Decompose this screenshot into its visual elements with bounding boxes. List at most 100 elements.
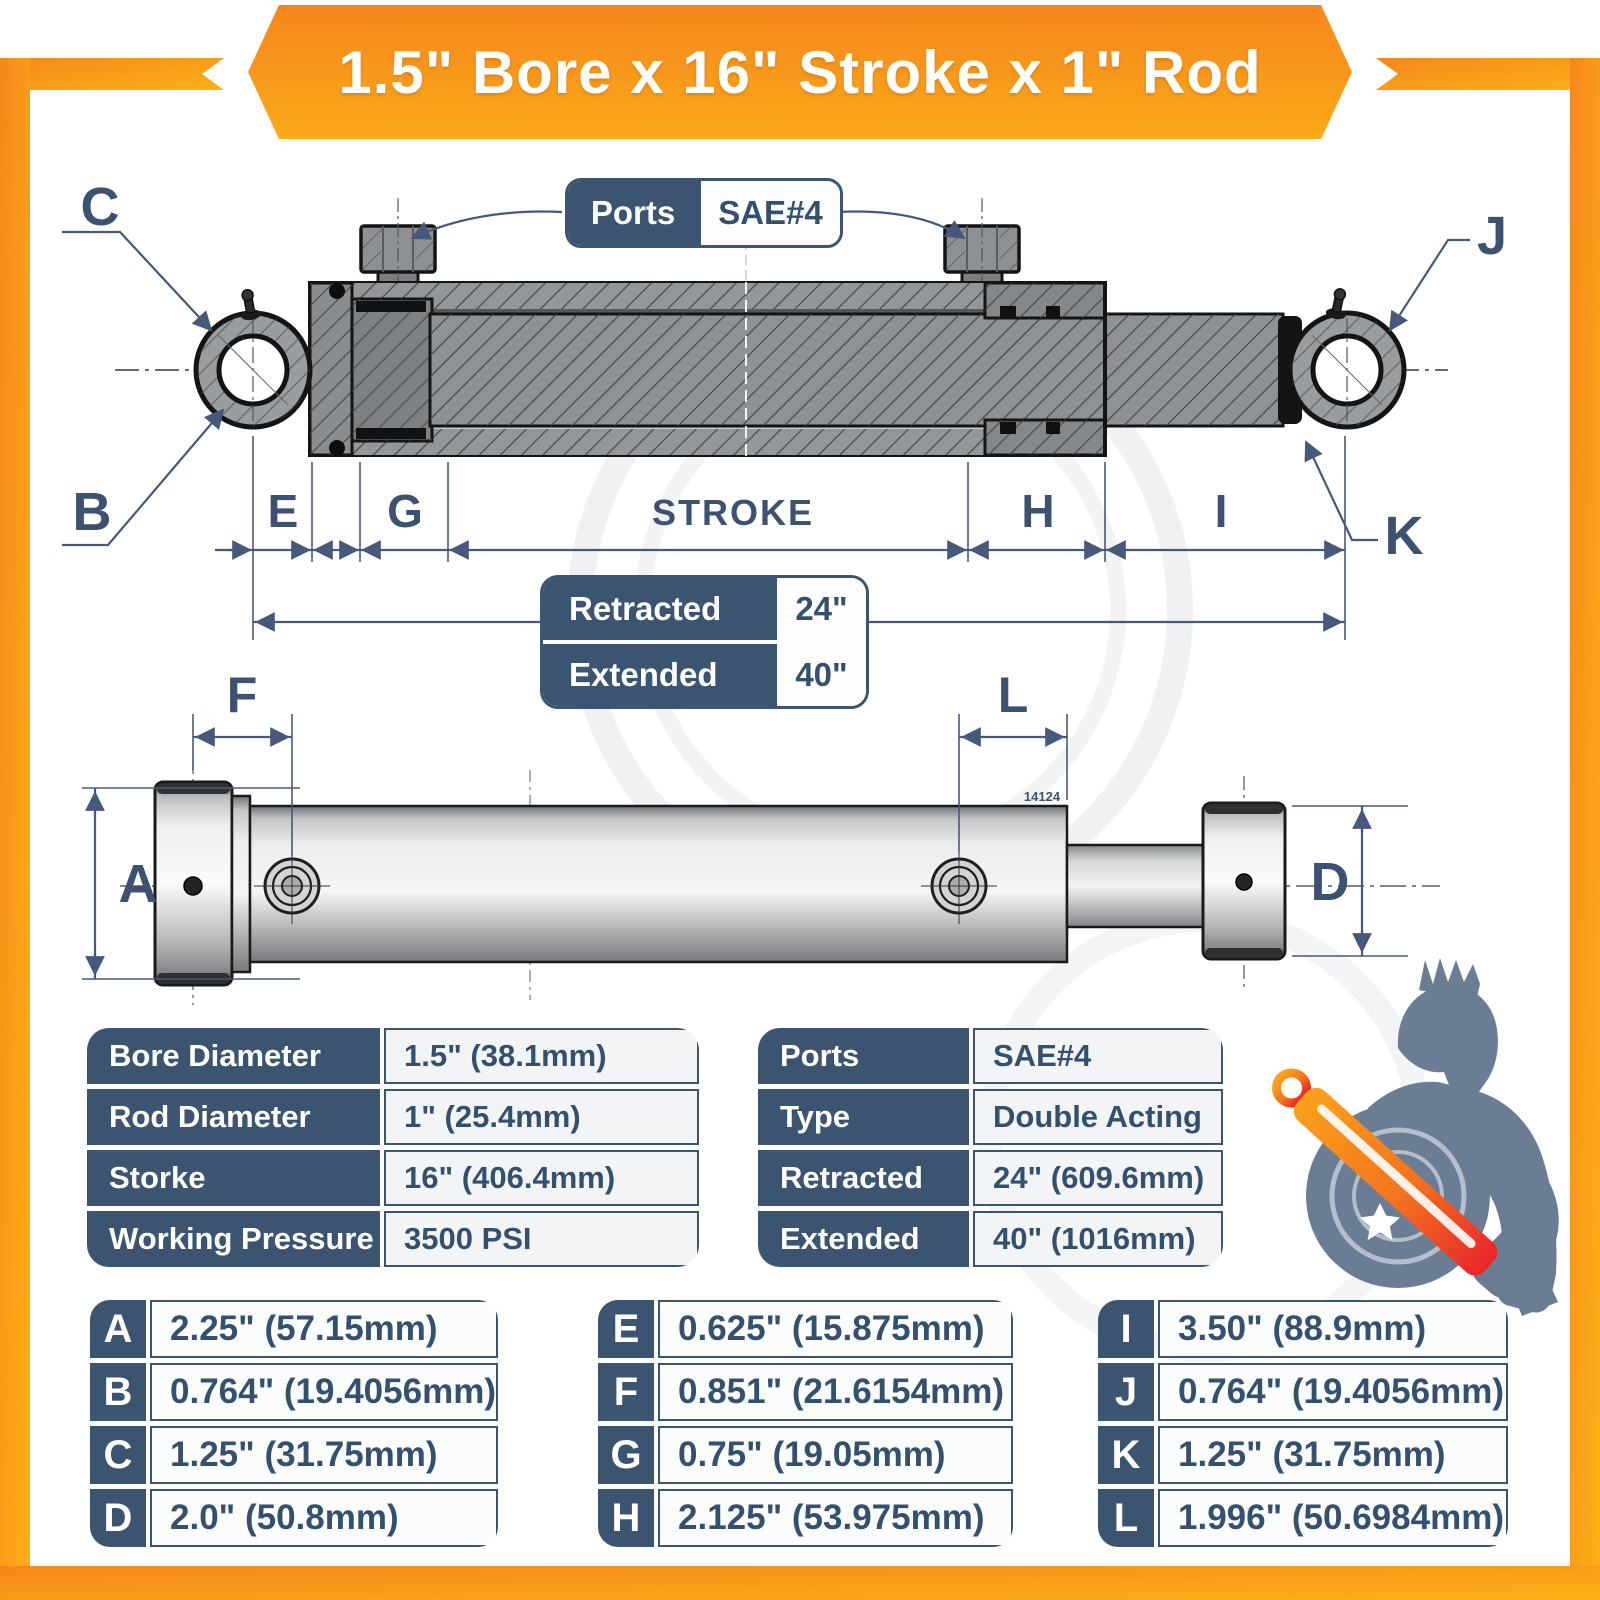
spec-value: 1" (25.4mm) — [384, 1089, 699, 1145]
cross-tube-left — [153, 780, 234, 987]
table-row: Ports SAE#4 — [758, 1028, 1223, 1084]
frame-right — [1570, 58, 1600, 1600]
extended-label: Extended — [543, 644, 774, 706]
side-view-drawing: 14124 — [82, 667, 1440, 1005]
spec-label: Retracted — [758, 1150, 969, 1206]
ports-arrow-left — [410, 210, 563, 240]
shield-star-icon — [1360, 1203, 1400, 1241]
dim-value: 0.764" (19.4056mm) — [150, 1363, 498, 1421]
spec-value: 40" (1016mm) — [973, 1211, 1223, 1267]
dim-key: F — [598, 1363, 654, 1421]
spec-value: 24" (609.6mm) — [973, 1150, 1223, 1206]
dim-letter-h: H — [1021, 485, 1054, 537]
ports-callout-value: SAE#4 — [698, 181, 840, 245]
retracted-row: Retracted 24" — [543, 578, 866, 644]
dim-key: E — [598, 1300, 654, 1358]
dim-letter-a: A — [119, 854, 158, 914]
dim-key: B — [90, 1363, 146, 1421]
dim-value: 1.25" (31.75mm) — [150, 1426, 498, 1484]
grease-zerk-icon — [1325, 288, 1347, 320]
table-row: Retracted 24" (609.6mm) — [758, 1150, 1223, 1206]
part-marking: 14124 — [1024, 789, 1061, 804]
cross-tube-right — [1201, 801, 1287, 961]
dim-key: G — [598, 1426, 654, 1484]
dim-key: L — [1098, 1489, 1154, 1547]
collar — [230, 794, 252, 974]
dim-value: 1.25" (31.75mm) — [1158, 1426, 1508, 1484]
dim-key: A — [90, 1300, 146, 1358]
frame-ribbon-right — [1376, 58, 1600, 90]
frame-left — [0, 58, 30, 1600]
spec-label: Storke — [87, 1150, 380, 1206]
leader-c — [62, 230, 213, 332]
extended-value: 40" — [774, 644, 866, 706]
table-row: F 0.851" (21.6154mm) — [598, 1363, 1013, 1421]
frame-bottom — [0, 1566, 1600, 1600]
leader-k — [1304, 440, 1378, 542]
extended-row: Extended 40" — [543, 644, 866, 706]
dim-letter-f: F — [227, 667, 258, 723]
spec-label: Ports — [758, 1028, 969, 1084]
spartan-helmet — [1397, 985, 1498, 1104]
piston-section — [350, 297, 434, 443]
table-row: K 1.25" (31.75mm) — [1098, 1426, 1508, 1484]
dim-key: H — [598, 1489, 654, 1547]
dim-value: 2.25" (57.15mm) — [150, 1300, 498, 1358]
retracted-label: Retracted — [543, 578, 774, 640]
ports-arrow-right — [837, 210, 966, 240]
dim-value: 3.50" (88.9mm) — [1158, 1300, 1508, 1358]
dim-letter-c: C — [81, 177, 120, 237]
frame-ribbon-left — [0, 58, 224, 90]
table-row: I 3.50" (88.9mm) — [1098, 1300, 1508, 1358]
spec-label: Rod Diameter — [87, 1089, 380, 1145]
spec-table-left: Bore Diameter 1.5" (38.1mm) Rod Diameter… — [87, 1028, 699, 1267]
dim-value: 0.764" (19.4056mm) — [1158, 1363, 1508, 1421]
spec-label: Bore Diameter — [87, 1028, 380, 1084]
orange-frame — [0, 58, 1600, 1600]
table-row: B 0.764" (19.4056mm) — [90, 1363, 498, 1421]
zerk-nut-icon — [183, 876, 203, 896]
grease-zerk-icon — [241, 288, 261, 321]
mascot-logo — [1272, 958, 1559, 1316]
spec-value: 3500 PSI — [384, 1211, 699, 1267]
ports-callout-label: Ports — [568, 181, 698, 245]
dim-value: 2.0" (50.8mm) — [150, 1489, 498, 1547]
spec-value: 1.5" (38.1mm) — [384, 1028, 699, 1084]
table-row: H 2.125" (53.975mm) — [598, 1489, 1013, 1547]
rod-render — [1065, 843, 1205, 929]
table-row: Rod Diameter 1" (25.4mm) — [87, 1089, 699, 1145]
table-row: Working Pressure 3500 PSI — [87, 1211, 699, 1267]
spec-label: Type — [758, 1089, 969, 1145]
side-view-dims — [82, 714, 1408, 980]
dim-key: J — [1098, 1363, 1154, 1421]
spec-label: Working Pressure — [87, 1211, 380, 1267]
cutaway-drawing — [115, 198, 1448, 462]
table-row: C 1.25" (31.75mm) — [90, 1426, 498, 1484]
dimension-annotations — [62, 210, 1470, 640]
port-boss-left — [254, 848, 330, 924]
table-row: Type Double Acting — [758, 1089, 1223, 1145]
length-callout: Retracted 24" Extended 40" — [540, 575, 869, 709]
dim-key: C — [90, 1426, 146, 1484]
dim-key: K — [1098, 1426, 1154, 1484]
dim-table-a-d: A 2.25" (57.15mm) B 0.764" (19.4056mm) C… — [90, 1300, 498, 1547]
spartan-arm — [1472, 1150, 1559, 1299]
leader-b — [62, 408, 225, 547]
ports-callout: Ports SAE#4 — [565, 178, 843, 248]
page-title: 1.5" Bore x 16" Stroke x 1" Rod — [338, 38, 1262, 106]
dim-letter-d: D — [1311, 852, 1350, 912]
port-boss-right — [921, 848, 997, 924]
dim-letter-k: K — [1385, 506, 1424, 566]
dim-letter-e: E — [268, 485, 299, 537]
spec-value: 16" (406.4mm) — [384, 1150, 699, 1206]
leader-j — [1388, 238, 1470, 332]
spec-value: Double Acting — [973, 1089, 1223, 1145]
clevis-ring-right — [1287, 288, 1407, 430]
dim-key: I — [1098, 1300, 1154, 1358]
dim-letter-l: L — [998, 667, 1029, 723]
dim-letter-g: G — [387, 485, 423, 537]
spartan-fist — [1510, 1276, 1558, 1316]
table-row: L 1.996" (50.6984mm) — [1098, 1489, 1508, 1547]
